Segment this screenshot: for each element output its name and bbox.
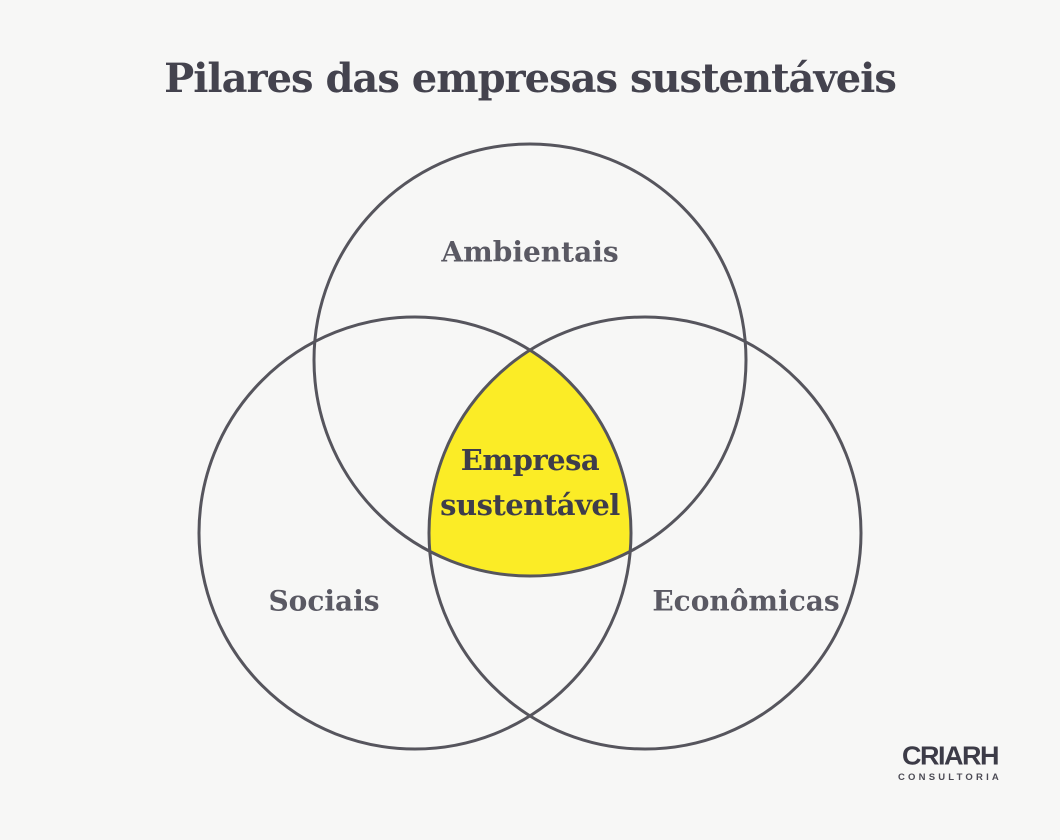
- page-title: Pilares das empresas sustentáveis: [164, 55, 897, 102]
- intersection-label-line1: Empresa: [460, 443, 600, 478]
- logo-wordmark: CRIARH: [902, 741, 1000, 771]
- circle-label-sociais: Sociais: [268, 584, 380, 618]
- circle-ambientais: [312, 142, 748, 578]
- intersection-label: Empresa sustentável: [440, 438, 620, 528]
- criarh-logo: CRIARH CONSULTORIA: [898, 743, 1002, 783]
- logo-subtitle: CONSULTORIA: [898, 772, 1002, 783]
- circle-sociais: [197, 315, 633, 751]
- intersection-label-line2: sustentável: [440, 488, 620, 522]
- intersection-shape: [428, 350, 632, 577]
- circle-economicas: [427, 315, 863, 751]
- circle-label-economicas: Econômicas: [652, 584, 840, 618]
- circle-label-ambientais: Ambientais: [441, 235, 619, 269]
